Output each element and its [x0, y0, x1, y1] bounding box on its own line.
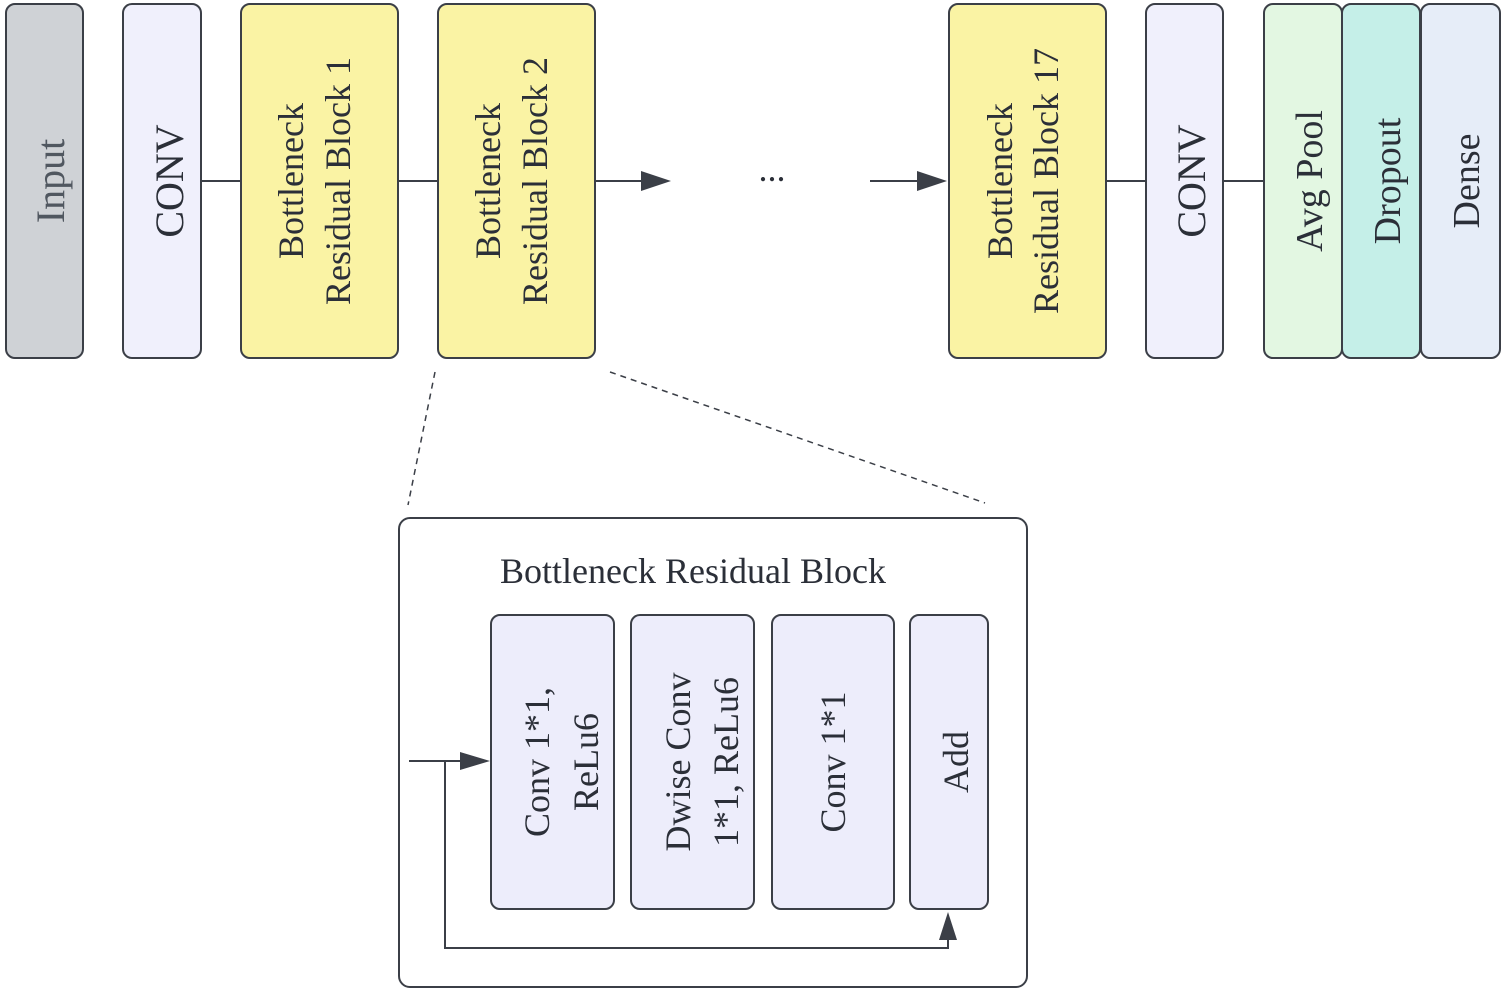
block1-label-line1: Bottleneck [271, 103, 311, 259]
dropout-block: Dropout [1341, 3, 1421, 359]
input-block: Input [5, 3, 84, 359]
detail-title: Bottleneck Residual Block [500, 551, 886, 591]
block2-label-line1: Bottleneck [468, 103, 508, 259]
arrowhead-to-block17 [917, 171, 947, 191]
bottleneck-block-2: Bottleneck Residual Block 2 [437, 3, 596, 359]
inner-conv2-block: Conv 1*1 [771, 614, 895, 910]
zoom-guide-right [609, 371, 986, 504]
inner-dwise-conv-block: Dwise Conv 1*1, ReLu6 [630, 614, 755, 910]
inner-add-label: Add [936, 731, 976, 793]
inner-conv-block: Conv 1*1, ReLu6 [490, 614, 615, 910]
inner-conv-label-line1: Conv 1*1, [517, 687, 557, 837]
dropout-label: Dropout [1367, 117, 1409, 244]
arrowhead-to-ellipsis [641, 171, 671, 191]
block2-label-line2: Residual Block 2 [515, 57, 555, 305]
avg-pool-label: Avg Pool [1289, 110, 1331, 252]
inner-dwise-label-line2: 1*1, ReLu6 [706, 677, 746, 847]
bottleneck-block-1: Bottleneck Residual Block 1 [240, 3, 399, 359]
skip-arrowhead [939, 912, 957, 940]
block17-label-line1: Bottleneck [980, 103, 1020, 259]
conv-block-1: CONV [122, 3, 202, 359]
block17-label-line2: Residual Block 17 [1026, 48, 1066, 314]
conv-label-1: CONV [147, 124, 192, 237]
skip-connection [444, 760, 949, 949]
input-label: Input [28, 139, 73, 223]
conv-label-2: CONV [1169, 124, 1214, 237]
conv-block-2: CONV [1145, 3, 1224, 359]
inner-conv-label-line2: ReLu6 [566, 713, 606, 811]
input-arrowhead [460, 752, 490, 770]
avg-pool-block: Avg Pool [1263, 3, 1343, 359]
dense-label: Dense [1446, 134, 1488, 229]
zoom-guide-left [407, 371, 436, 506]
inner-dwise-label-line1: Dwise Conv [658, 673, 698, 852]
detail-panel: Bottleneck Residual Block Conv 1*1, ReLu… [398, 517, 1028, 988]
inner-add-block: Add [909, 614, 989, 910]
bottleneck-block-17: Bottleneck Residual Block 17 [948, 3, 1107, 359]
inner-conv2-label: Conv 1*1 [813, 691, 853, 832]
dense-block: Dense [1420, 3, 1501, 359]
block1-label-line2: Residual Block 1 [318, 57, 358, 305]
ellipsis: ... [759, 149, 786, 189]
